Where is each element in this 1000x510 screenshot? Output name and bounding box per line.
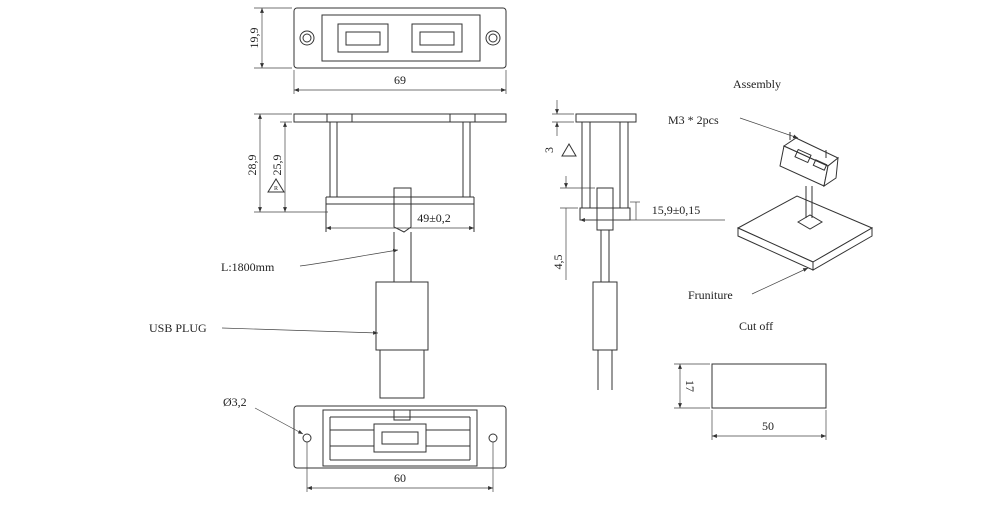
- top-view: 69 19,9: [247, 7, 507, 94]
- dim-top-height: 19,9: [247, 28, 261, 49]
- dim-side-plug: 4,5: [551, 255, 565, 270]
- dim-front-inner-width: 49±0,2: [417, 211, 451, 225]
- dim-front-height-inner: 25,9: [270, 155, 284, 176]
- dim-front-height-outer: 28,9: [245, 155, 259, 176]
- dim-top-width: 69: [394, 73, 406, 87]
- side-triangle-mark-icon: [561, 143, 577, 157]
- dim-side-depth: 15,9±0,15: [652, 203, 701, 217]
- side-view: 3 4,5 15,9±0,15: [542, 100, 725, 390]
- dim-cutoff-height: 17: [683, 380, 697, 392]
- label-cable-length: L:1800mm: [221, 260, 275, 274]
- label-usb-plug: USB PLUG: [149, 321, 207, 335]
- label-furniture: Fruniture: [688, 288, 733, 302]
- triangle-mark-text: R: [274, 186, 278, 192]
- cutoff-view: Cut off 17 50: [674, 319, 827, 440]
- label-cutoff: Cut off: [739, 319, 773, 333]
- dim-hole-diameter: Ø3,2: [223, 395, 247, 409]
- label-assembly: Assembly: [733, 77, 781, 91]
- dim-bottom-width: 60: [394, 471, 406, 485]
- triangle-mark-icon: [267, 178, 285, 193]
- bottom-view: Ø3,2 60: [223, 395, 507, 492]
- label-screws: M3 * 2pcs: [668, 113, 719, 127]
- cable-plug-view: L:1800mm USB PLUG: [149, 232, 429, 399]
- dim-cutoff-width: 50: [762, 419, 774, 433]
- assembly-view: Assembly M3 * 2pcs Fruniture: [668, 77, 874, 302]
- dim-side-thickness: 3: [542, 147, 556, 153]
- front-view: 49±0,2 28,9 25,9 R: [245, 113, 507, 233]
